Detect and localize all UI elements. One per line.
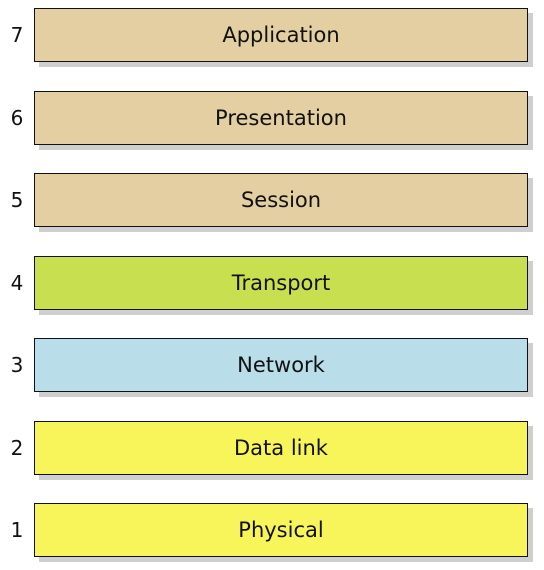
layer-box-transport: Transport (34, 256, 528, 310)
layer-row-application: 7 Application (0, 8, 544, 67)
layer-label: Data link (234, 436, 328, 460)
layer-number: 2 (10, 436, 24, 460)
layer-box-network: Network (34, 338, 528, 392)
layer-number: 1 (10, 518, 24, 542)
layer-box-session: Session (34, 173, 528, 227)
layer-label: Application (222, 23, 340, 47)
layer-box-data-link: Data link (34, 421, 528, 475)
layer-number: 4 (10, 271, 24, 295)
layer-label: Network (237, 353, 325, 377)
layer-number: 6 (10, 106, 24, 130)
layer-number: 5 (10, 188, 24, 212)
layer-row-data-link: 2 Data link (0, 421, 544, 480)
layer-box-application: Application (34, 8, 528, 62)
layer-number: 3 (10, 353, 24, 377)
layer-row-network: 3 Network (0, 338, 544, 397)
layer-label: Session (240, 188, 322, 212)
layer-label: Physical (238, 518, 324, 542)
layer-label: Transport (231, 271, 331, 295)
layer-box-presentation: Presentation (34, 91, 528, 145)
layer-number: 7 (10, 23, 24, 47)
layer-row-presentation: 6 Presentation (0, 91, 544, 150)
layer-row-physical: 1 Physical (0, 503, 544, 562)
layer-row-transport: 4 Transport (0, 256, 544, 315)
layer-label: Presentation (215, 106, 347, 130)
layer-row-session: 5 Session (0, 173, 544, 232)
layer-box-physical: Physical (34, 503, 528, 557)
